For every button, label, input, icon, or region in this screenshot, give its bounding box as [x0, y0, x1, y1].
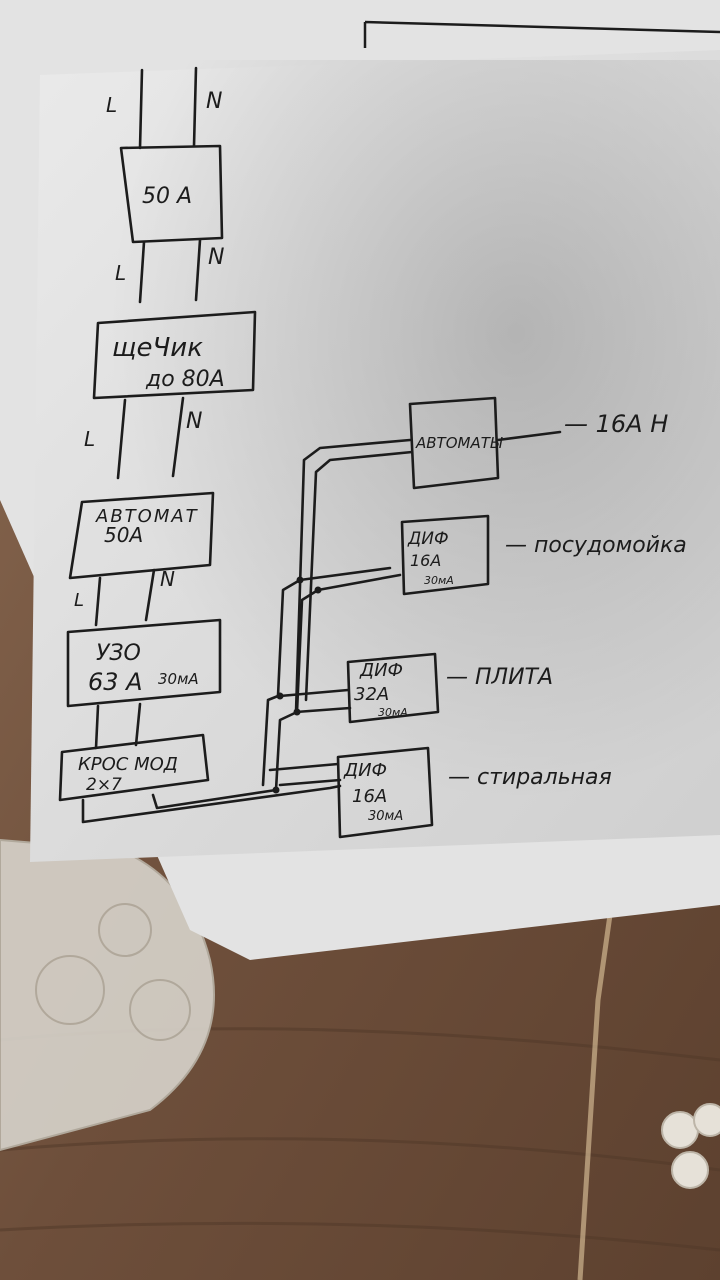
- main-breaker-out-l: L: [115, 261, 126, 285]
- bus-tap-washer-1: [268, 762, 340, 772]
- main-breaker-wire-n: [194, 238, 202, 302]
- branch-box-1: [400, 514, 490, 596]
- junction-dots: [272, 576, 322, 794]
- branch-0-desc: — 16А Н: [564, 410, 668, 438]
- cross-module-line2: 2×7: [86, 775, 122, 795]
- bus-tap-washer-2: [278, 778, 342, 787]
- automat-out-l: L: [74, 590, 84, 611]
- branch-box-2: [346, 652, 440, 724]
- main-breaker-box: [119, 144, 224, 244]
- meter-wire-n: [171, 396, 185, 478]
- branch-box-3: [336, 746, 434, 839]
- branch-out-0: [496, 430, 562, 442]
- branch-3-desc: — стиральная: [448, 765, 612, 790]
- branch-1-box-line2: 16А: [410, 551, 441, 570]
- meter-box: [92, 310, 257, 400]
- branch-1-desc: — посудомойка: [505, 533, 687, 558]
- bus-vertical-4: [304, 450, 414, 702]
- ink-drawing: [58, 66, 562, 839]
- automat-out-n: N: [160, 567, 175, 591]
- bus-wire-lower: [81, 784, 342, 824]
- labels: L N 50 A L N щеЧик до 80А L N АВТОМАТ 50…: [74, 89, 687, 824]
- meter-out-l: L: [84, 427, 95, 451]
- main-breaker-label: 50 A: [142, 184, 192, 209]
- meter-wire-l: [116, 398, 127, 480]
- automat-line1: АВТОМАТ: [95, 506, 199, 527]
- branch-box-0: [408, 396, 500, 490]
- automat-wire-n: [144, 568, 156, 622]
- table-crack: [577, 914, 613, 1280]
- rcd-wire-n: [134, 702, 142, 747]
- automat-line2: 50А: [104, 523, 143, 547]
- bus-vertical-1: [261, 566, 392, 787]
- branch-2-desc: — ПЛИТА: [446, 665, 553, 690]
- branch-2-box-line2: 32А: [354, 684, 389, 705]
- rcd-line2b: 30мА: [158, 670, 199, 688]
- rcd-line1: УЗО: [96, 641, 141, 666]
- branch-2-box-line1: ДИФ: [359, 660, 403, 681]
- back-paper-edge: [363, 20, 720, 48]
- rcd-wire-l: [94, 704, 100, 750]
- rcd-box: [66, 618, 222, 708]
- supply-l-label: L: [106, 93, 117, 117]
- supply-wire-n: [192, 66, 198, 148]
- meter-out-n: N: [186, 409, 202, 434]
- meter-line1: щеЧик: [112, 333, 203, 363]
- branch-3-box-line2: 16А: [352, 786, 387, 807]
- branch-2-box-line3: 30мА: [378, 706, 408, 719]
- branch-1-box-line1: ДИФ: [407, 529, 449, 549]
- meter-line2: до 80А: [145, 367, 225, 392]
- branch-1-box-line3: 30мА: [424, 574, 454, 587]
- branch-3-box-line1: ДИФ: [343, 760, 387, 781]
- lace-cloth: [0, 838, 215, 1152]
- bus-vertical-2: [274, 573, 402, 792]
- cross-module-line1: КРОС МОД: [78, 754, 178, 775]
- main-breaker-wire-l: [138, 240, 146, 304]
- lace-fragment: [661, 1103, 720, 1189]
- branch-0-box-line1: АВТОМАТЫ: [415, 434, 503, 452]
- automat-wire-l: [94, 576, 102, 627]
- rcd-line2: 63 А: [88, 668, 143, 696]
- bus-tap-stove-2: [294, 706, 352, 714]
- hand-shadow: [40, 60, 720, 840]
- bus-vertical-3: [294, 438, 412, 714]
- branch-3-box-line3: 30мА: [368, 809, 403, 824]
- supply-n-label: N: [206, 89, 222, 114]
- cross-module-box: [58, 733, 210, 802]
- supply-wire-l: [138, 68, 144, 150]
- main-breaker-out-n: N: [208, 245, 224, 270]
- bus-tap-stove-1: [278, 688, 350, 698]
- bus-wire-upper: [151, 788, 278, 810]
- automat-box: [68, 491, 215, 580]
